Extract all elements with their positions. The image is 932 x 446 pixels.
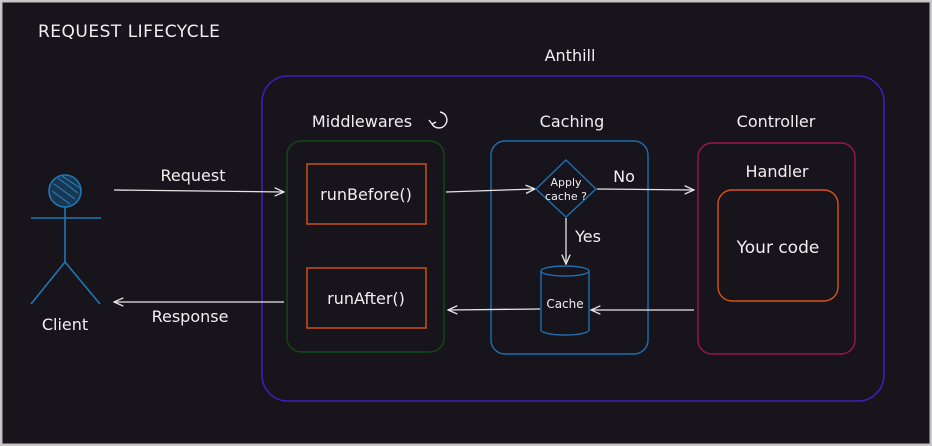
apply-cache-label-1: Apply <box>550 176 582 189</box>
request-arrow <box>113 190 284 192</box>
middlewares-group <box>286 140 445 353</box>
client-actor <box>30 174 101 305</box>
caching-group <box>490 140 649 355</box>
run-after-box <box>306 267 427 329</box>
run-after-label: runAfter() <box>327 289 405 308</box>
middlewares-label: Middlewares <box>312 112 412 131</box>
apply-cache-label-2: cache ? <box>545 190 587 203</box>
yes-label: Yes <box>574 227 601 246</box>
controller-group <box>697 142 856 355</box>
refresh-loop-icon <box>428 111 448 129</box>
apply-cache-decision <box>534 159 598 218</box>
diagram-title: REQUEST LIFECYCLE <box>38 22 220 42</box>
no-arrow <box>596 189 694 190</box>
cache-cylinder <box>540 265 590 336</box>
caching-label: Caching <box>540 112 605 131</box>
anthill-group <box>261 75 885 402</box>
to-apply-cache-arrow <box>445 189 535 192</box>
controller-label: Controller <box>737 112 816 131</box>
request-label: Request <box>161 166 226 185</box>
your-code-label: Your code <box>736 238 820 258</box>
no-label: No <box>613 167 635 186</box>
run-before-label: runBefore() <box>320 185 412 204</box>
handler-label: Handler <box>746 162 809 181</box>
client-label: Client <box>42 315 88 334</box>
cache-to-run-after-arrow <box>448 309 541 310</box>
your-code-box <box>717 189 839 302</box>
anthill-label: Anthill <box>545 46 596 65</box>
cache-label: Cache <box>546 297 583 311</box>
response-label: Response <box>152 307 229 326</box>
run-before-box <box>306 163 427 225</box>
